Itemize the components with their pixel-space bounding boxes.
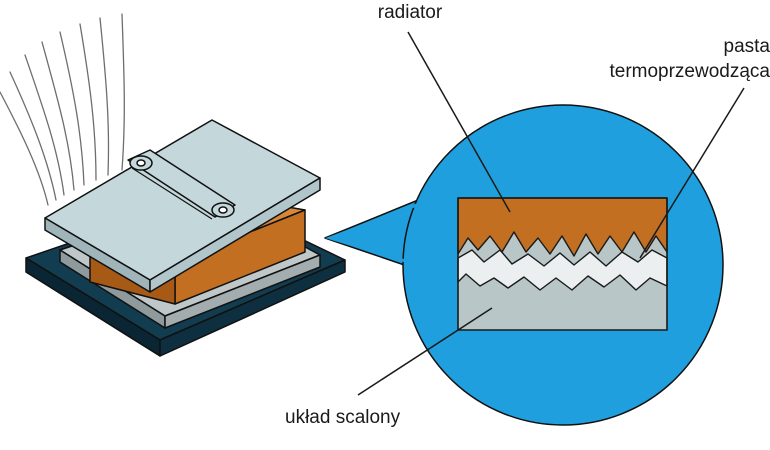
cross-section <box>457 197 668 331</box>
leader-radiator <box>407 31 511 213</box>
label-uklad-scalony: układ scalony <box>285 407 401 428</box>
label-radiator: radiator <box>378 2 443 23</box>
leader-uklad <box>357 307 493 396</box>
cross-section-frame <box>457 197 668 331</box>
heat-pipes <box>0 13 125 206</box>
label-pasta-line2: termoprzewodząca <box>609 61 770 82</box>
label-pasta-line1: pasta <box>724 36 770 57</box>
leader-lines <box>357 31 745 396</box>
leader-pasta <box>639 87 745 259</box>
retention-bracket <box>127 149 236 220</box>
copper-layer <box>457 197 668 257</box>
